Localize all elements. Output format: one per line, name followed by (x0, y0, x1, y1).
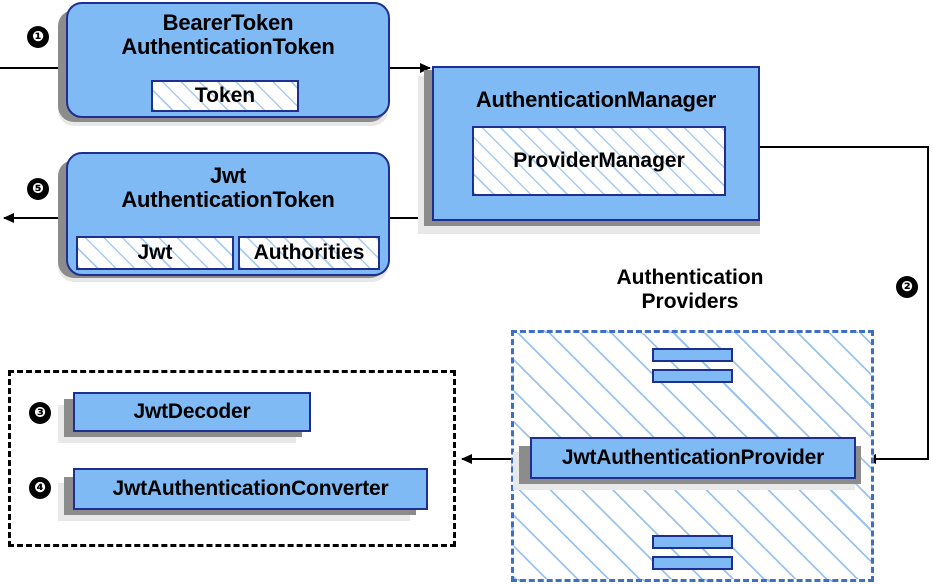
jwt-label: Jwt (137, 241, 173, 264)
bearer-token-authentication-token-title: BearerToken AuthenticationToken (121, 10, 335, 59)
provider-manager-label: ProviderManager (513, 149, 685, 172)
authorities-label: Authorities (253, 241, 365, 264)
jwt-authentication-converter-title: JwtAuthenticationConverter (112, 476, 389, 500)
jwt-authentication-token-title: Jwt AuthenticationToken (121, 163, 335, 212)
token-label: Token (194, 84, 256, 107)
jwt-decoder-node[interactable]: JwtDecoder (73, 392, 311, 432)
provider-manager-slot: ProviderManager (472, 126, 726, 196)
jwt-authentication-provider-title: JwtAuthenticationProvider (561, 445, 825, 469)
authentication-manager-title: AuthenticationManager (475, 87, 717, 112)
step-badge-3: ❸ (29, 402, 51, 424)
jwt-slot: Jwt (76, 236, 234, 270)
authorities-slot: Authorities (238, 236, 380, 270)
step-badge-5: ❺ (27, 178, 49, 200)
step-badge-4: ❹ (29, 477, 51, 499)
jwt-decoder-title: JwtDecoder (133, 399, 251, 423)
jwt-authentication-converter-node[interactable]: JwtAuthenticationConverter (73, 468, 428, 510)
provider-bar-bottom-2 (652, 556, 733, 570)
authentication-manager-node[interactable]: AuthenticationManager ProviderManager (432, 66, 760, 221)
jwt-support-group (8, 370, 456, 547)
jwt-authentication-provider-node[interactable]: JwtAuthenticationProvider (530, 437, 856, 479)
step-badge-2: ❷ (896, 276, 918, 298)
bearer-token-authentication-token-node[interactable]: BearerToken AuthenticationToken Token (66, 2, 390, 118)
jwt-authentication-token-node[interactable]: Jwt AuthenticationToken Jwt Authorities (66, 152, 390, 276)
token-slot: Token (151, 80, 299, 112)
provider-bar-top-1 (652, 348, 733, 362)
step-badge-1: ❶ (27, 26, 49, 48)
authentication-providers-label: Authentication Providers (616, 266, 764, 313)
provider-bar-bottom-1 (652, 535, 733, 549)
provider-bar-top-2 (652, 369, 733, 383)
